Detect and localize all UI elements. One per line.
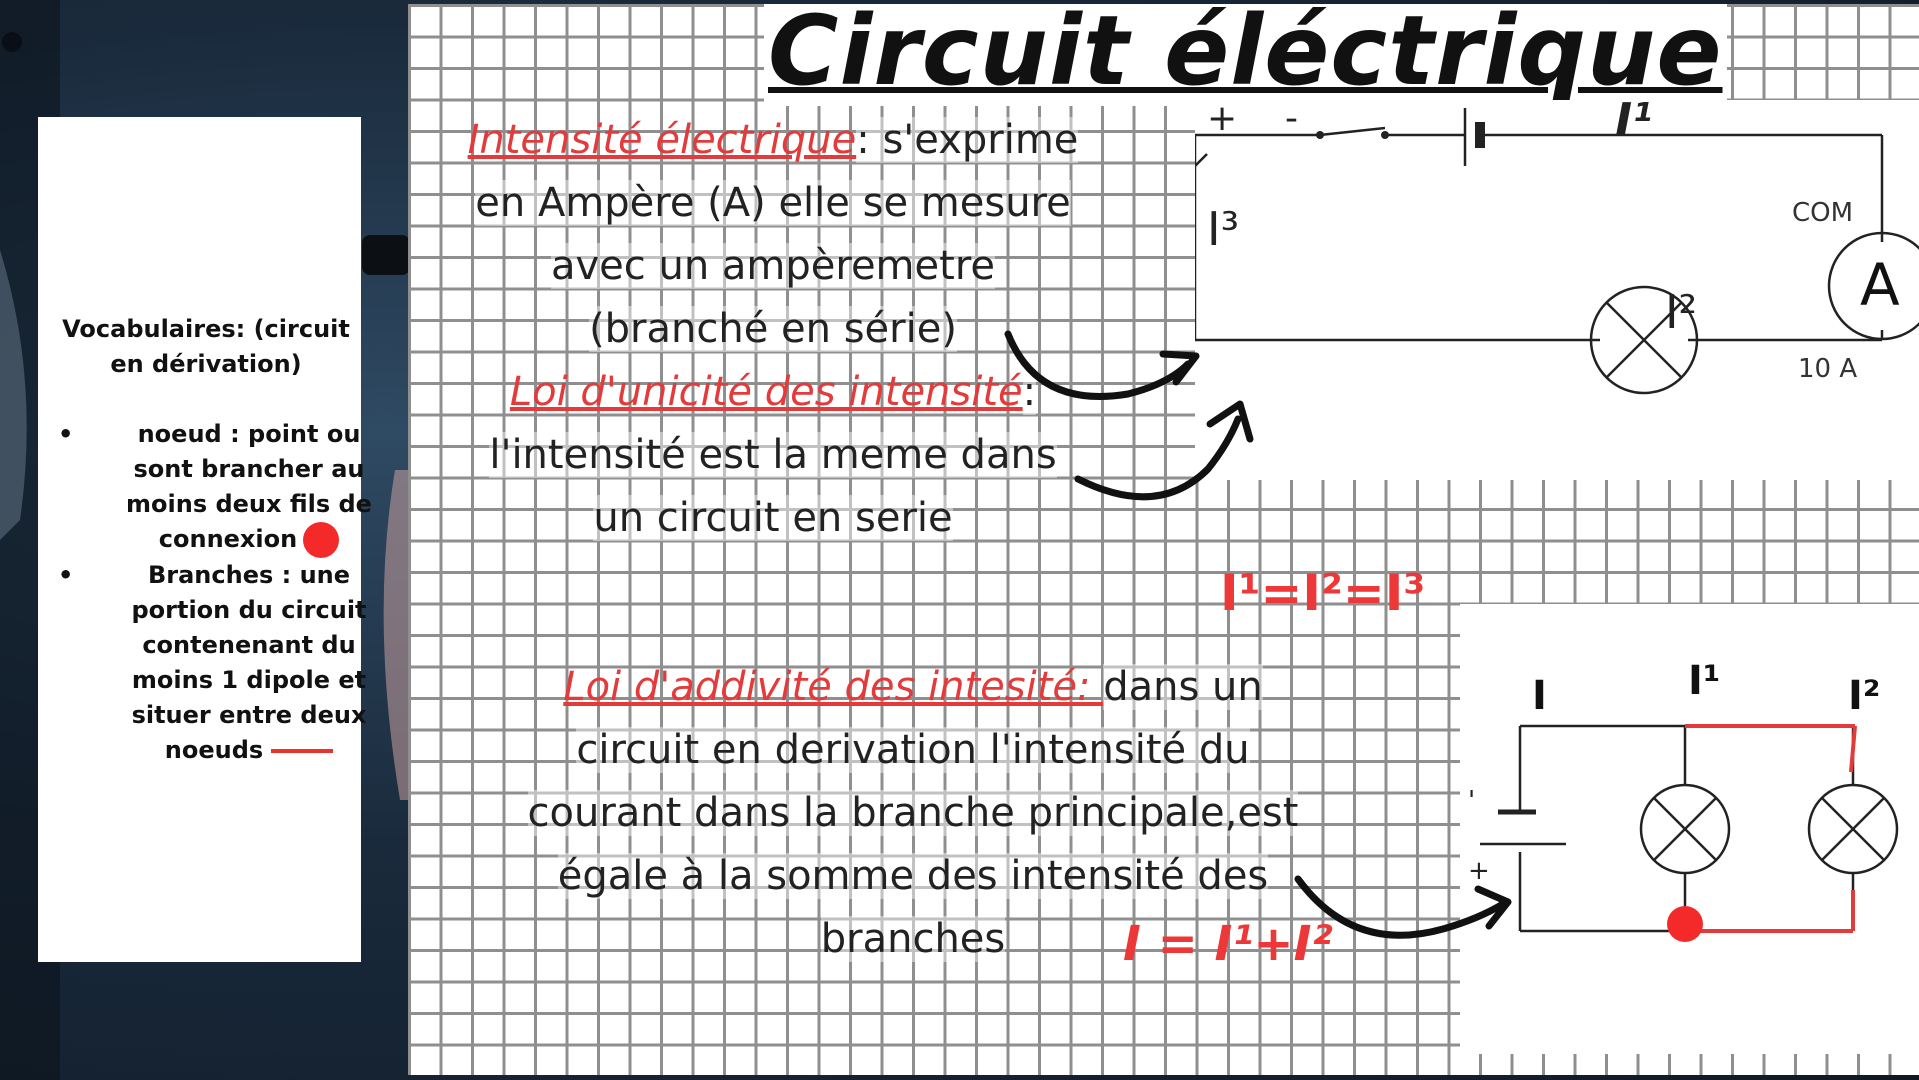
unicity-term: Loi d'unicité des intensité: [509, 369, 1023, 415]
battery-plus-label: +: [1468, 856, 1490, 886]
vocabulary-item-text: noeud : point ou sont brancher au moins …: [126, 420, 372, 553]
branch-line-icon: [271, 749, 334, 753]
unicity-law: Loi d'unicité des intensité: l'intensité…: [458, 361, 1088, 550]
bullet: •: [58, 561, 74, 589]
current-i2-label: I²: [1848, 673, 1880, 719]
additivity-term: Loi d'addivité des intesité:: [563, 664, 1104, 710]
arrow-to-series-top-icon: [1004, 330, 1200, 400]
battery-minus-label: -: [1285, 100, 1298, 139]
series-formula: I¹=I²=I³: [1220, 564, 1426, 622]
current-i2-label: I²: [1665, 285, 1697, 339]
arrow-to-parallel-circuit-icon: [1294, 875, 1512, 939]
current-i1-label: I¹: [1615, 100, 1652, 147]
parallel-formula: I = I¹+I²: [1123, 916, 1333, 972]
current-i1-label: I¹: [1688, 658, 1720, 704]
additivity-law: Loi d'addivité des intesité: dans un cir…: [508, 656, 1318, 971]
vocabulary-item-noeud: • noeud : point ou sont brancher au moin…: [58, 417, 380, 558]
vocabulary-list: • noeud : point ou sont brancher au moin…: [58, 417, 380, 768]
intensity-definition: Intensité électrique: s'exprime en Ampèr…: [458, 109, 1088, 361]
ammeter-com-label: COM: [1792, 198, 1853, 228]
vocabulary-item-text: Branches : une portion du circuit conten…: [131, 561, 367, 764]
current-i-label: I: [1532, 673, 1547, 719]
vocabulary-item-branches: • Branches : une portion du circuit cont…: [58, 558, 380, 768]
current-i3-label: I³: [1207, 202, 1239, 256]
node-dot-icon: [303, 522, 340, 558]
parallel-circuit-diagram: I I¹ I² ' +: [1460, 604, 1919, 1054]
battery-plus-label: +: [1207, 100, 1237, 139]
intensity-term: Intensité électrique: [467, 117, 857, 163]
bullet: •: [58, 420, 74, 448]
arrow-to-series-bottom-icon: [1074, 400, 1254, 501]
grid-board: Circuit éléctrique Intensité électrique:…: [408, 4, 1919, 1075]
vocabulary-title: Vocabulaires: (circuit en dérivation): [62, 315, 350, 378]
page-title: Circuit éléctrique: [764, 4, 1727, 106]
vocabulary-card: Vocabulaires: (circuit en dérivation) • …: [38, 117, 372, 962]
ammeter-range-label: 10 A: [1798, 354, 1857, 384]
series-circuit-diagram: + - I¹ I³ I² A COM 10 A: [1195, 100, 1919, 480]
battery-minus-label: ': [1468, 786, 1475, 816]
ammeter-label: A: [1860, 251, 1900, 319]
